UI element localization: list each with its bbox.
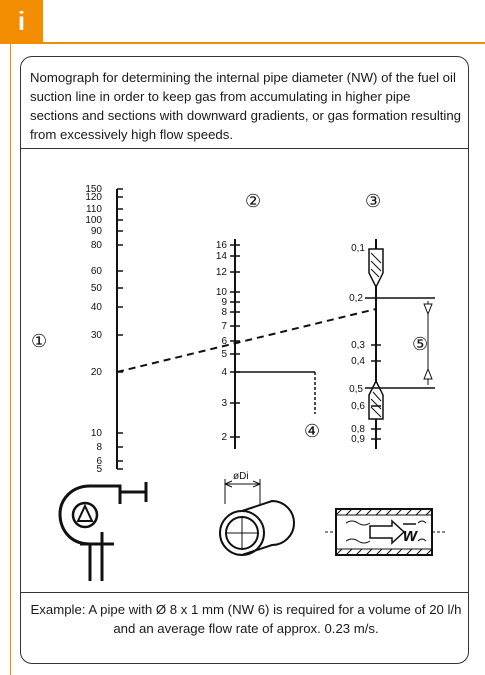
scale1-tick: 8 [96,442,102,453]
example-text: Example: A pipe with Ø 8 x 1 mm (NW 6) i… [30,602,462,636]
scale1-tick: 90 [91,226,103,237]
orange-header-rule [0,42,485,44]
example-divider [20,592,469,593]
flow-velocity-icon: w [325,508,445,556]
reading-line [116,308,377,373]
scale2-tick: 4 [221,367,227,378]
orange-margin-rule [10,44,11,675]
scale1-tick: 100 [85,215,102,226]
scale2-tick: 3 [221,398,227,409]
marker-4: ④ [304,421,320,441]
scale-1-volume: 150 120 110 100 90 80 60 50 40 30 20 10 … [31,184,123,475]
scale1-tick: 6 [96,456,102,467]
scale3-tick: 0,4 [351,356,365,367]
scale1-tick: 150 [85,184,102,195]
marker-3: ③ [365,191,381,211]
scale1-tick: 120 [85,192,102,203]
scale2-tick: 7 [221,321,227,332]
scale1-tick: 20 [91,367,103,378]
scale-3-velocity: 0,1 0,2 0,3 0,4 0,5 0,6 0,8 0,9 ③ ⑤ [349,191,435,449]
scale1-tick: 110 [86,204,102,215]
scale2-tick: 14 [216,251,228,262]
scale3-tick: 0,5 [349,384,363,395]
marker-2: ② [245,191,261,211]
pump-icon [58,482,148,581]
pipe-diameter-icon: øDi [219,471,295,556]
scale2-tick: 6 [221,336,227,347]
scale3-tick: 0,6 [351,401,365,412]
info-panel [20,56,469,664]
caption-divider [20,148,469,149]
info-badge: i [0,0,43,42]
scale-2-diameter: 16 14 12 10 9 8 7 6 5 4 3 2 ② [216,191,261,449]
flow-velocity-label: w [403,525,418,545]
scale3-tick: 0,9 [351,434,365,445]
scale2-tick: 8 [221,307,227,318]
marker-5: ⑤ [412,334,428,354]
scale2-tick: 12 [216,267,228,278]
scale2-tick: 16 [216,240,228,251]
scale3-tick: 0,2 [349,293,363,304]
scale1-tick: 40 [91,302,103,313]
scale3-tick: 0,1 [351,243,365,254]
scale3-tick: 0,3 [351,340,365,351]
scale1-tick: 60 [91,266,103,277]
scale1-tick: 50 [91,283,103,294]
scale1-tick: 5 [96,464,102,475]
pipe-diameter-label: øDi [233,471,249,482]
scale2-tick: 2 [221,432,227,443]
scale2-tick: 10 [216,287,228,298]
scale2-tick: 5 [221,349,227,360]
scale3-tick: 0,8 [351,424,365,435]
scale1-tick: 80 [91,240,103,251]
nomograph-caption: Nomograph for determining the internal p… [30,70,462,142]
nomograph-diagram: 150 120 110 100 90 80 60 50 40 30 20 10 … [31,184,445,581]
scale1-tick: 10 [91,428,103,439]
scale2-tick: 9 [221,297,227,308]
marker-1: ① [31,331,47,351]
scale1-tick: 30 [91,330,103,341]
